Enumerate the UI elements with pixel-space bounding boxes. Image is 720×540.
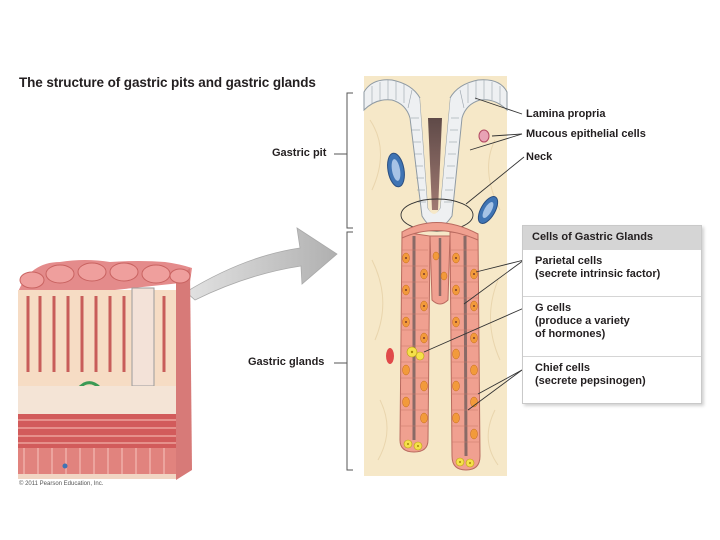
g-cells-desc: (produce a variety	[535, 315, 630, 327]
stomach-wall-block	[18, 260, 192, 480]
gastric-pit-bracket	[346, 92, 353, 229]
magnification-arrow	[185, 227, 338, 301]
parietal-cells-entry: Parietal cells (secrete intrinsic factor…	[523, 249, 701, 296]
g-cells-name: G cells	[535, 302, 572, 314]
g-cells-entry: G cells (produce a variety of hormones)	[523, 296, 701, 356]
chief-cells-entry: Chief cells (secrete pepsinogen)	[523, 356, 701, 407]
label-lamina-propria: Lamina propria	[526, 108, 606, 120]
label-gastric-pit: Gastric pit	[272, 147, 327, 159]
parietal-cells-desc: (secrete intrinsic factor)	[535, 268, 661, 280]
chief-cells-name: Chief cells	[535, 362, 591, 374]
parietal-cells-name: Parietal cells	[535, 255, 603, 267]
label-mucous-epithelial-cells: Mucous epithelial cells	[526, 128, 646, 140]
copyright-notice: © 2011 Pearson Education, Inc.	[19, 481, 104, 487]
gastric-pit-gland-detail	[363, 76, 508, 476]
g-cells-desc-2: of hormones)	[535, 328, 606, 340]
label-gastric-glands: Gastric glands	[248, 356, 325, 368]
figure-title: The structure of gastric pits and gastri…	[19, 75, 316, 90]
gastric-glands-bracket	[346, 231, 353, 471]
label-neck: Neck	[526, 151, 553, 163]
chief-cells-desc: (secrete pepsinogen)	[535, 375, 646, 387]
cells-box-heading: Cells of Gastric Glands	[523, 226, 701, 249]
cells-of-gastric-glands-box: Cells of Gastric Glands Parietal cells (…	[522, 225, 702, 404]
neck-outline	[400, 198, 474, 232]
